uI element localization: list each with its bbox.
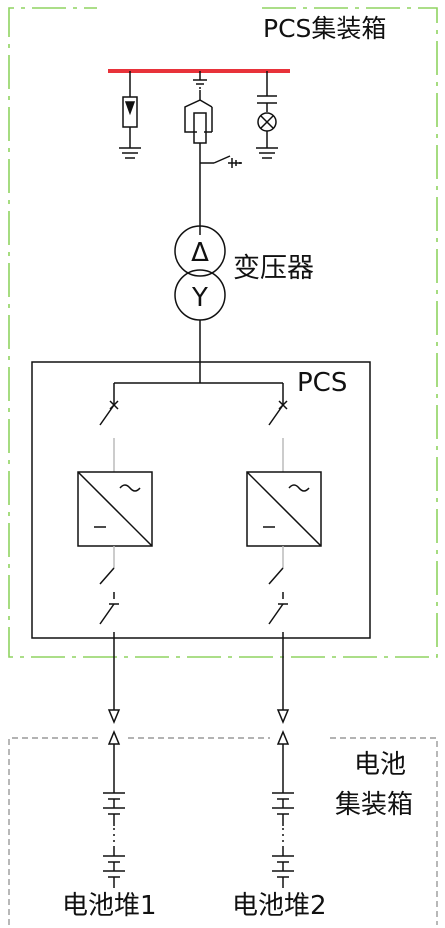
surge-arrester bbox=[119, 71, 141, 159]
battery-container-border bbox=[8, 737, 438, 925]
converter-1 bbox=[77, 471, 153, 547]
pcs-distribution-line bbox=[113, 382, 284, 404]
converter-2 bbox=[246, 471, 322, 547]
transformer-label: 变压器 bbox=[233, 253, 314, 284]
capacitor-lamp-branch bbox=[256, 71, 278, 159]
pcs-container-border bbox=[8, 7, 438, 658]
battery-stack-2-label: 电池堆2 bbox=[232, 891, 327, 921]
pcs-container-title: PCS集装箱 bbox=[263, 14, 387, 43]
battery-stack-2 bbox=[272, 780, 294, 888]
pcs-label: PCS bbox=[297, 368, 348, 398]
feeder-protection bbox=[184, 71, 242, 235]
battery-stack-1 bbox=[103, 775, 125, 888]
transformer-wye-symbol: Y bbox=[191, 283, 208, 313]
transformer-delta-symbol: Δ bbox=[191, 238, 209, 268]
transformer-symbol bbox=[174, 225, 226, 383]
battery-container-label-line2: 集装箱 bbox=[335, 790, 414, 820]
pcs-box bbox=[31, 361, 371, 639]
battery-stack-1-label: 电池堆1 bbox=[62, 891, 157, 921]
pcs-branch-2 bbox=[246, 400, 322, 780]
pcs-branch-1 bbox=[77, 400, 153, 775]
battery-container-label-line1: 电池 bbox=[354, 750, 407, 780]
